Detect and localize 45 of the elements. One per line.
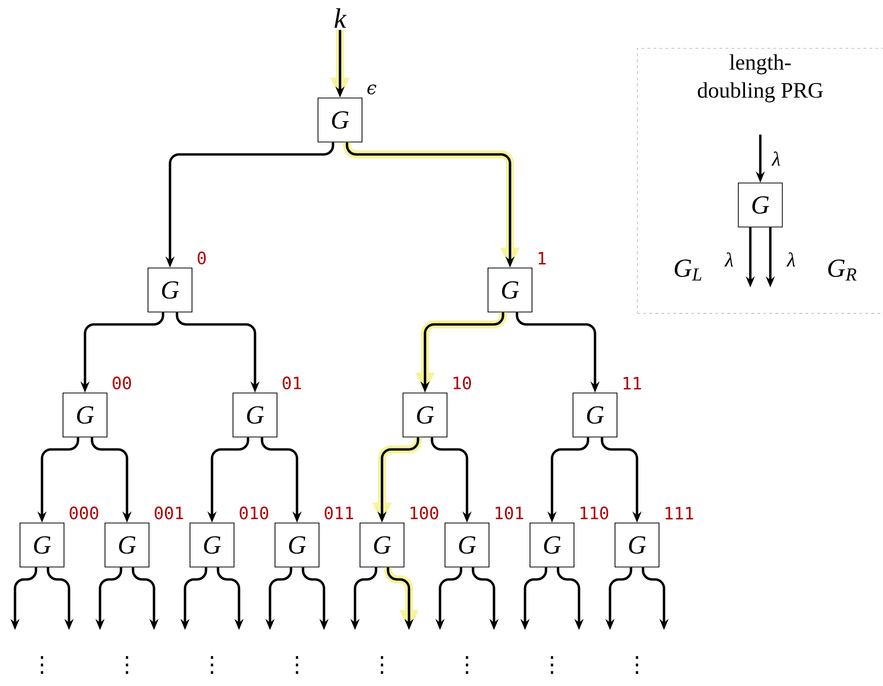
node-index: 10 [454, 376, 471, 390]
prg-box: G [614, 522, 660, 568]
edge-label: λ [772, 152, 780, 166]
ellipsis: ⋮ [550, 656, 554, 674]
prg-box: G [530, 522, 574, 568]
prg-box: G [572, 392, 618, 438]
prg-box: G [318, 98, 362, 142]
node-index: 100 [410, 506, 438, 520]
node-index: 1 [538, 252, 546, 264]
prg-box: G [104, 522, 150, 568]
node-index: 101 [496, 506, 524, 520]
node-index: 000 [70, 506, 98, 520]
prg-box: G [402, 392, 448, 438]
prg-box: G [488, 268, 532, 312]
input-label: k [334, 8, 347, 28]
node-index: ϵ [367, 84, 376, 94]
node-index: 00 [112, 376, 131, 390]
prg-box: G [20, 522, 64, 568]
prg-box: G [148, 268, 192, 312]
ellipsis: ⋮ [296, 656, 298, 674]
ellipsis: ⋮ [636, 656, 638, 674]
ellipsis: ⋮ [126, 656, 128, 674]
node-index: 0 [198, 252, 206, 264]
node-index: 110 [580, 506, 608, 520]
prg-box: G [274, 522, 320, 568]
prg-box: G [232, 392, 278, 438]
ellipsis: ⋮ [466, 656, 468, 674]
ellipsis: ⋮ [380, 656, 384, 674]
prg-box: G [62, 392, 108, 438]
node-index: 01 [282, 376, 301, 390]
prg-box: G [444, 522, 490, 568]
node-index: 111 [666, 507, 694, 520]
edge-label: λ [724, 252, 734, 266]
edge-label: λ [786, 252, 796, 266]
ellipsis: ⋮ [210, 656, 214, 674]
ellipsis: ⋮ [40, 656, 44, 674]
node-index: 010 [240, 506, 268, 520]
prg-box: G [360, 522, 404, 568]
node-index: 001 [154, 506, 184, 520]
node-index: 011 [324, 506, 354, 520]
output-label: G$_{L}$ [674, 260, 702, 280]
output-label: G$_{R}$ [828, 260, 856, 280]
node-index: 11 [624, 377, 641, 390]
prg-box: G [738, 182, 783, 228]
prg-box: G [190, 522, 234, 568]
